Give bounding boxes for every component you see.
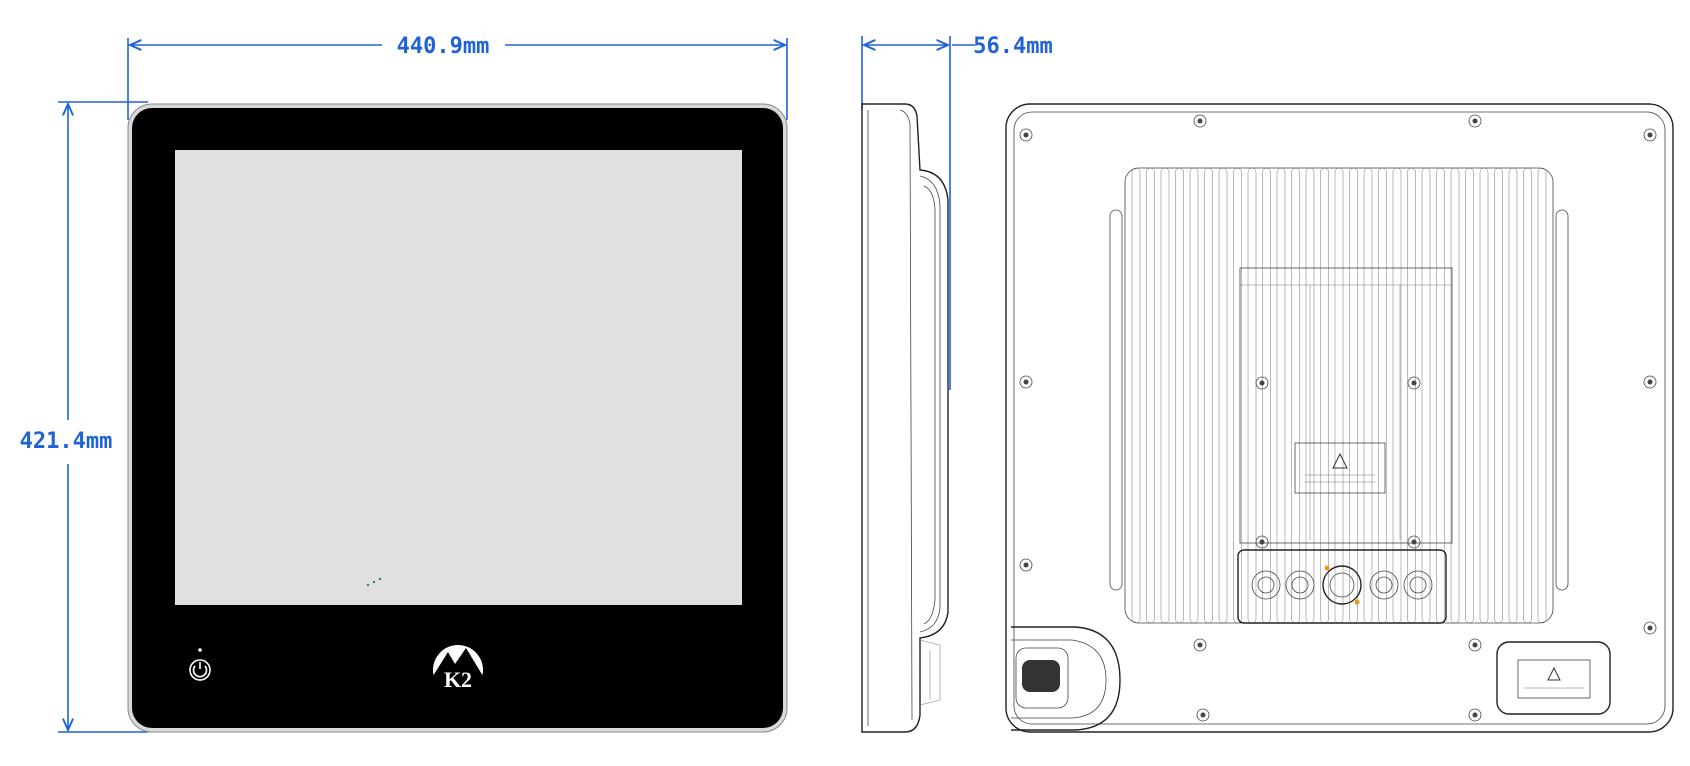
screen-sensor-dots [366,577,382,587]
heat-sink-fin [1276,167,1286,624]
screw [1019,128,1033,142]
heat-sink-outline [1124,167,1554,624]
display-screen [175,150,742,605]
heat-sink-fins [1131,167,1547,624]
screw [1407,376,1421,390]
screw [1407,535,1421,549]
heat-sink-fin [1363,167,1373,624]
heat-sink-fin [1508,167,1518,624]
side-view: 56.4mm [861,34,1053,733]
screw [1643,621,1657,635]
rear-info-label [1496,641,1611,715]
height-dimension: 421.4mm [20,101,148,733]
screw [1468,638,1482,652]
heat-sink-fin [1407,167,1416,624]
power-icon [189,648,211,681]
heat-sink-fin [1465,167,1474,624]
left-side-fin [1109,209,1123,591]
screw [1255,376,1269,390]
heat-sink-fin [1218,167,1228,624]
screw [1468,114,1482,128]
heat-sink-fin [1421,167,1431,624]
heat-sink-fin [1131,167,1141,624]
front-view: 440.9mm 421.4mm K2 [20,34,788,733]
width-label: 440.9mm [397,34,490,59]
screw [1193,114,1207,128]
connector-panel [1237,549,1447,624]
side-profile [861,103,949,733]
heat-sink-fin [1479,167,1489,624]
cable-clamp [1011,626,1121,731]
mount-plate [1239,267,1453,544]
heat-sink-fin [1378,167,1387,624]
screw [1468,708,1482,722]
heat-sink-fin [1494,167,1503,624]
screw [1019,375,1033,389]
heat-sink-fin [1262,167,1271,624]
screw [1019,558,1033,572]
heat-sink-fin [1334,167,1344,624]
heat-sink-fin [1189,167,1199,624]
screw [1193,638,1207,652]
logo-text: K2 [444,667,472,692]
connector-ports [1251,565,1433,605]
rear-panel [1005,103,1674,733]
screw [1196,708,1210,722]
rear-warning-label [1294,442,1386,494]
heat-sink-fin [1175,167,1184,624]
height-label: 421.4mm [20,429,113,454]
screw [1255,535,1269,549]
depth-label: 56.4mm [973,34,1052,59]
screw [1643,128,1657,142]
right-side-fin [1555,209,1569,591]
heat-sink-fin [1349,167,1358,624]
heat-sink-fin [1204,167,1213,624]
rear-view [1005,103,1674,733]
k2-logo: K2 [433,645,483,696]
heat-sink-fin [1291,167,1300,624]
mounting-screws [1019,114,1657,722]
screw [1643,375,1657,389]
heat-sink-fin [1523,167,1532,624]
heat-sink-fin [1436,167,1445,624]
heat-sink-fin [1537,167,1547,624]
heat-sink-fin [1320,167,1329,624]
heat-sink-fin [1160,167,1170,624]
heat-sink-fin [1146,167,1155,624]
depth-dimension: 56.4mm [861,34,1053,390]
heat-sink-fin [1247,167,1257,624]
width-dimension: 440.9mm [127,34,788,120]
